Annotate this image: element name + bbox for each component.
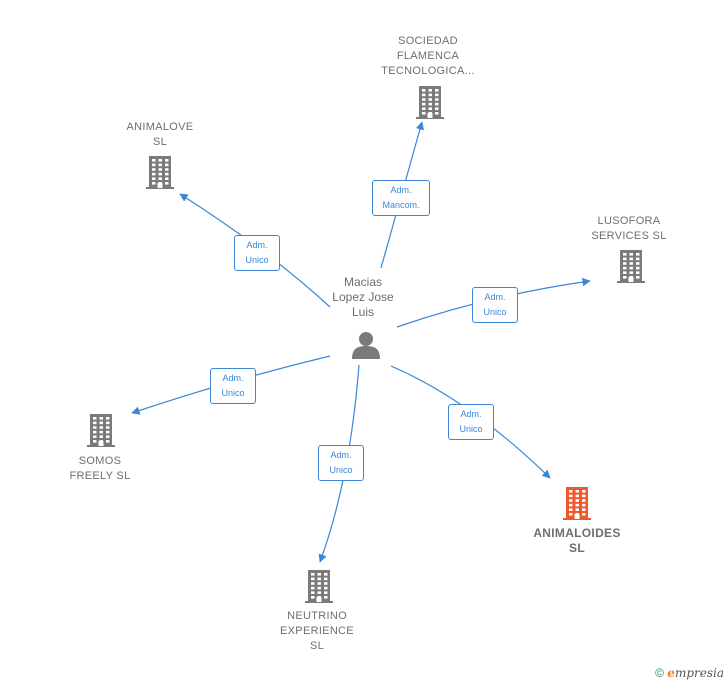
building-icon-neutrino[interactable]: [304, 568, 334, 604]
copyright-icon: ©: [655, 666, 664, 680]
relation-badge-neutrino[interactable]: Adm. Unico: [318, 445, 364, 481]
relation-badge-animalove[interactable]: Adm. Unico: [234, 235, 280, 271]
building-icon-somos[interactable]: [86, 412, 116, 448]
relation-badge-somos[interactable]: Adm. Unico: [210, 368, 256, 404]
footer-credit: © empresia: [655, 666, 724, 680]
company-label-somos[interactable]: SOMOS FREELY SL: [69, 455, 131, 482]
building-icon-lusofora[interactable]: [616, 248, 646, 284]
relation-badge-lusofora[interactable]: Adm. Unico: [472, 287, 518, 323]
brand-logo[interactable]: empresia: [667, 666, 724, 680]
company-label-neutrino[interactable]: NEUTRINO EXPERIENCE SL: [280, 610, 354, 652]
person-icon[interactable]: [351, 330, 381, 360]
company-label-animalove[interactable]: ANIMALOVE SL: [126, 121, 194, 148]
relation-badge-sociedad[interactable]: Adm. Mancom.: [372, 180, 430, 216]
relation-badge-animaloides[interactable]: Adm. Unico: [448, 404, 494, 440]
building-icon-animalove[interactable]: [145, 154, 175, 190]
company-label-animaloides[interactable]: ANIMALOIDES SL: [533, 526, 621, 555]
company-label-lusofora[interactable]: LUSOFORA SERVICES SL: [591, 215, 667, 242]
building-icon-animaloides[interactable]: [562, 485, 592, 521]
building-icon-sociedad[interactable]: [415, 84, 445, 120]
person-name[interactable]: Macias Lopez Jose Luis: [332, 275, 394, 319]
company-label-sociedad[interactable]: SOCIEDAD FLAMENCA TECNOLOGICA...: [381, 35, 475, 77]
